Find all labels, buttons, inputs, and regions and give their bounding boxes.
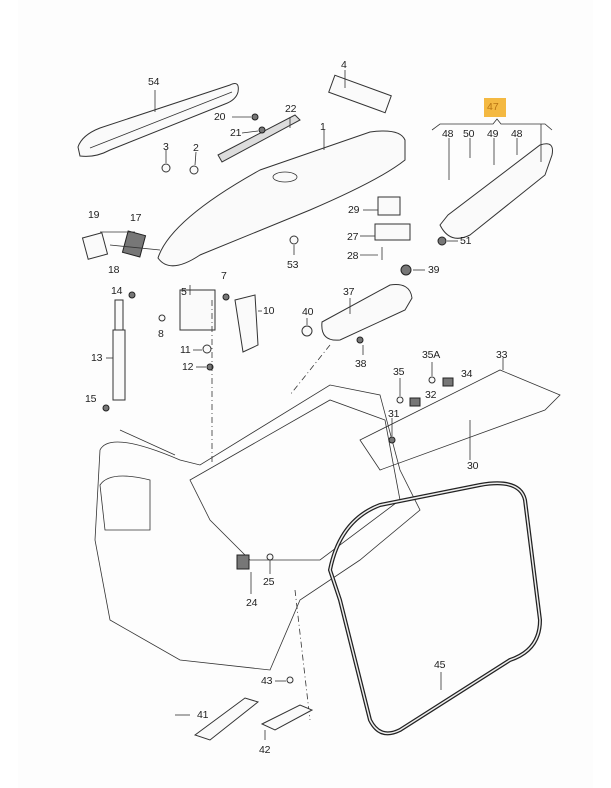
nut-8 [158, 314, 166, 322]
cover-10 [234, 294, 259, 353]
part-label-7[interactable]: 7 [221, 270, 227, 282]
hinge-17 [121, 230, 147, 258]
part-label-47: 47 [487, 101, 499, 113]
bracket-47-part [439, 143, 553, 239]
bolt-7 [222, 293, 230, 301]
spoiler-part [77, 83, 239, 157]
part-label-25[interactable]: 25 [263, 576, 275, 588]
bracket-34 [442, 377, 454, 387]
part-label-13[interactable]: 13 [91, 352, 103, 364]
lock-27 [374, 223, 411, 241]
part-label-33[interactable]: 33 [496, 349, 508, 361]
clip-3 [161, 163, 171, 173]
door-seal-45 [327, 481, 543, 736]
tailgate-trim-part [157, 130, 406, 267]
ballstud-14 [128, 291, 136, 299]
part-label-14[interactable]: 14 [111, 285, 123, 297]
grommet-53 [289, 235, 299, 245]
lock-assembly-37 [321, 284, 413, 341]
hinge-5 [179, 289, 216, 331]
part-label-37[interactable]: 37 [343, 286, 355, 298]
part-label-43[interactable]: 43 [261, 675, 273, 687]
part-label-54[interactable]: 54 [148, 76, 160, 88]
part-label-11[interactable]: 11 [180, 344, 191, 356]
body-shell [94, 384, 421, 671]
part-label-22[interactable]: 22 [285, 103, 297, 115]
cap-19 [81, 232, 109, 260]
bolt-25 [266, 553, 274, 561]
part-label-2[interactable]: 2 [193, 142, 199, 154]
part-label-39[interactable]: 39 [428, 264, 440, 276]
part-label-5[interactable]: 5 [181, 286, 187, 298]
bracket-41 [193, 697, 260, 741]
gas-strut-body [112, 329, 126, 401]
bolt-12 [206, 363, 214, 371]
part-label-35a[interactable]: 35A [422, 349, 441, 361]
part-label-50[interactable]: 50 [463, 128, 475, 140]
nut-51 [437, 236, 447, 246]
part-label-19[interactable]: 19 [88, 209, 100, 221]
part-label-38[interactable]: 38 [355, 358, 367, 370]
gas-strut-13 [114, 299, 124, 331]
switch-29 [377, 196, 401, 216]
part-label-48-left[interactable]: 48 [442, 128, 454, 140]
part-label-48-right[interactable]: 48 [511, 128, 523, 140]
part-label-15[interactable]: 15 [85, 393, 97, 405]
clip-2 [189, 165, 199, 175]
part-label-32[interactable]: 32 [425, 389, 437, 401]
part-label-42[interactable]: 42 [259, 744, 271, 756]
part-label-31[interactable]: 31 [388, 408, 400, 420]
part-label-30[interactable]: 30 [467, 460, 479, 472]
highlighted-part-47[interactable]: 47 [484, 98, 506, 117]
part-label-24[interactable]: 24 [246, 597, 258, 609]
clip-21 [258, 126, 266, 134]
grommet-40 [301, 325, 313, 337]
part-label-29[interactable]: 29 [348, 204, 360, 216]
part-label-35[interactable]: 35 [393, 366, 405, 378]
screw-38 [356, 336, 364, 344]
part-label-4[interactable]: 4 [341, 59, 347, 71]
striker-24 [236, 554, 250, 570]
part-label-28[interactable]: 28 [347, 250, 359, 262]
clip-35 [396, 396, 404, 404]
part-label-18[interactable]: 18 [108, 264, 120, 276]
mesh-strip-part [217, 114, 301, 163]
part-label-1[interactable]: 1 [320, 121, 326, 133]
screw-20 [251, 113, 259, 121]
part-label-10[interactable]: 10 [263, 305, 275, 317]
part-label-21[interactable]: 21 [230, 127, 242, 139]
plate-42 [260, 704, 314, 731]
screw-43 [286, 676, 294, 684]
part-label-17[interactable]: 17 [130, 212, 142, 224]
clip-31 [388, 436, 396, 444]
ballstud-15 [102, 404, 110, 412]
part-label-40[interactable]: 40 [302, 306, 314, 318]
bush-39 [400, 264, 412, 276]
part-label-45[interactable]: 45 [434, 659, 446, 671]
clip-35a [428, 376, 436, 384]
actuator-4 [328, 74, 392, 114]
part-label-53[interactable]: 53 [287, 259, 299, 271]
part-label-12[interactable]: 12 [182, 361, 194, 373]
bracket-32 [409, 397, 421, 407]
part-label-34[interactable]: 34 [461, 368, 473, 380]
part-label-20[interactable]: 20 [214, 111, 226, 123]
part-label-8[interactable]: 8 [158, 328, 164, 340]
part-label-3[interactable]: 3 [163, 141, 169, 153]
bracket-11 [202, 344, 212, 354]
part-label-49[interactable]: 49 [487, 128, 499, 140]
part-label-41[interactable]: 41 [197, 709, 209, 721]
part-label-51[interactable]: 51 [460, 235, 472, 247]
part-label-27[interactable]: 27 [347, 231, 359, 243]
